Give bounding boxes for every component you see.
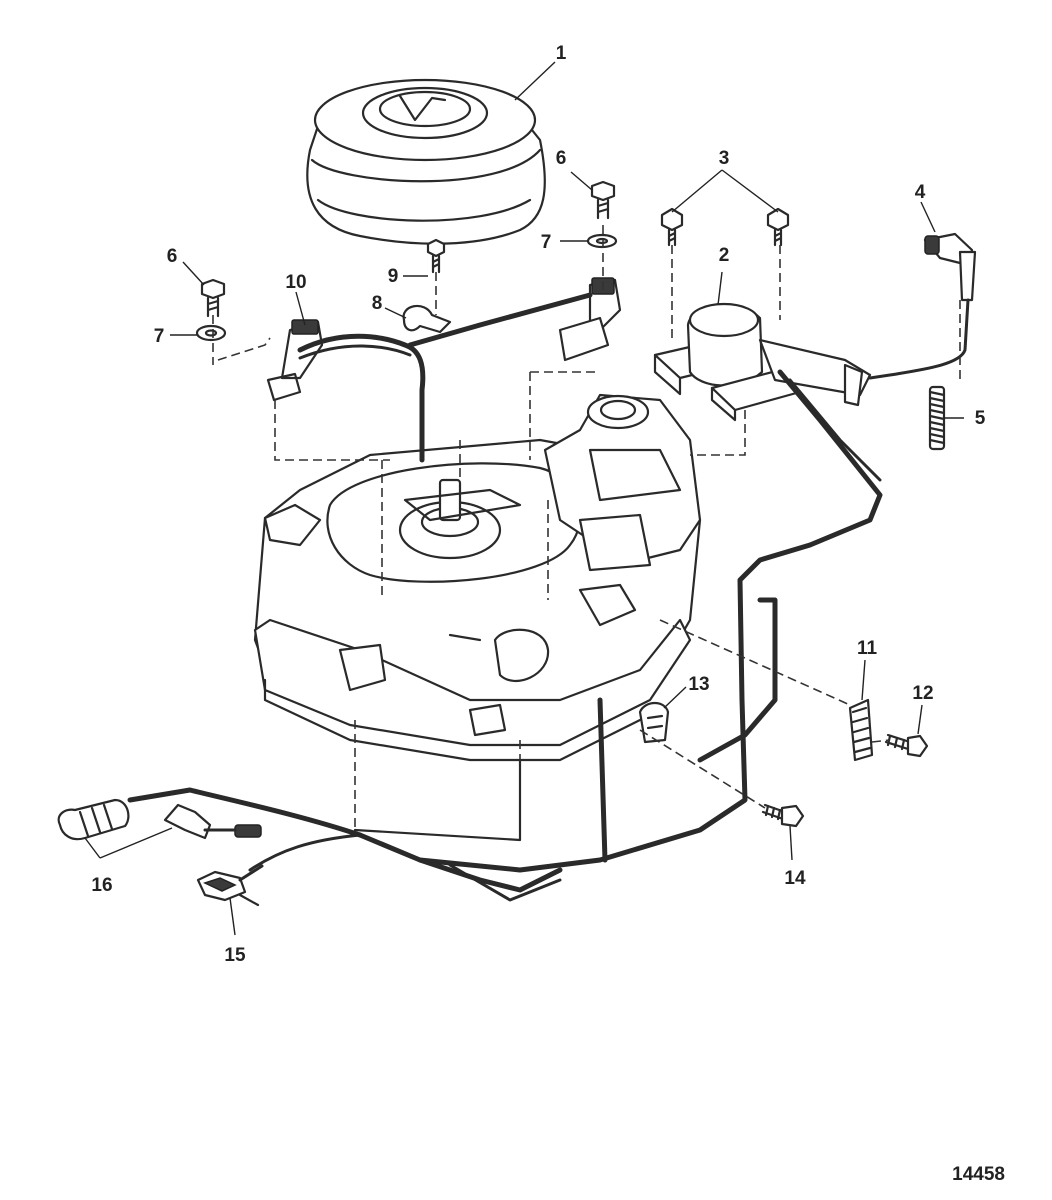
callout-1: 1 [556,43,567,64]
callout-5: 5 [975,408,986,429]
callout-11: 11 [857,638,878,659]
callout-4: 4 [915,182,926,203]
wiring-harness [127,292,970,902]
harness-clip [638,701,670,744]
clamp-screw [426,238,446,274]
washer-right [586,233,618,249]
callout-16: 16 [91,875,112,896]
terminal-connector [196,864,264,907]
trigger-sensor-left [266,319,324,402]
screw-left [200,278,226,318]
figure-number: 14458 [952,1164,1005,1185]
callout-13: 13 [688,674,709,695]
washer-left [195,324,227,342]
callout-15: 15 [224,945,246,966]
spark-plug-boot [923,232,977,302]
callout-8: 8 [372,293,383,314]
callout-10: 10 [285,272,306,293]
callout-2: 2 [719,245,730,266]
harness-clip-small [163,803,262,840]
callout-14: 14 [784,868,806,889]
fuse-holder [848,698,874,762]
coil-screw-right [766,207,790,247]
fuse-screw [884,733,929,758]
callout-6-right: 6 [556,148,567,169]
callout-9: 9 [388,266,399,287]
callout-3: 3 [719,148,730,169]
callout-6-left: 6 [167,246,178,267]
trigger-sensor-right [558,277,622,362]
wire-clamp [402,304,452,334]
callouts: 1 2 3 4 5 6 6 7 7 8 9 10 11 12 13 14 15 … [91,43,985,966]
ignition-coil [653,302,872,422]
ground-screw [761,803,805,828]
leader-lines [84,61,964,936]
spring [928,385,946,451]
callout-7-left: 7 [154,326,165,347]
callout-12: 12 [912,683,933,704]
carburetor [543,393,702,572]
flywheel-cover [306,78,546,245]
callout-7-right: 7 [541,232,552,253]
sensor-plug [57,798,130,841]
coil-screw-left [660,207,684,247]
screw-right [590,180,616,220]
alignment-lines [212,225,961,809]
